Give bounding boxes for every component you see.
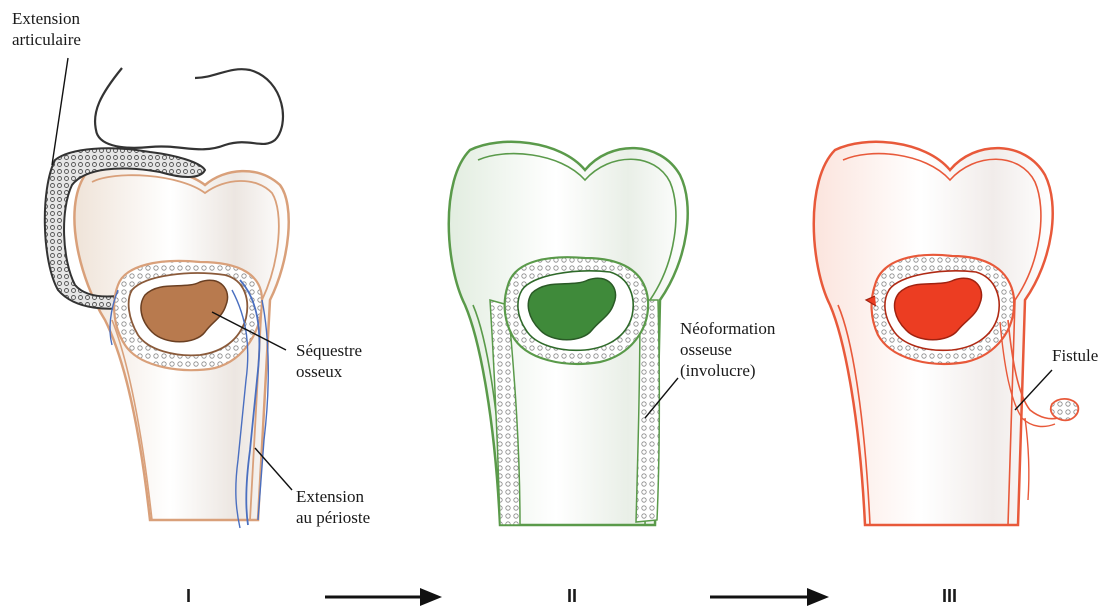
label-extension-perioste: Extension au périoste xyxy=(296,486,370,528)
label-extension-articulaire: Extension articulaire xyxy=(12,8,81,50)
label-neoformation: Néoformation osseuse (involucre) xyxy=(680,318,775,381)
label-line: osseuse xyxy=(680,339,775,360)
label-line: osseux xyxy=(296,361,362,382)
arrow-1-to-2 xyxy=(325,588,442,606)
leader-extension-articulaire xyxy=(52,58,68,165)
stage-label-1: I xyxy=(186,586,191,607)
label-sequestre: Séquestre osseux xyxy=(296,340,362,382)
stage-label-3: III xyxy=(942,586,957,607)
label-line: Séquestre xyxy=(296,340,362,361)
label-line: Néoformation xyxy=(680,318,775,339)
label-line: Extension xyxy=(296,486,370,507)
bone-stage-3 xyxy=(814,142,1079,525)
stage-label-2: II xyxy=(567,586,577,607)
fistula-discharge xyxy=(1051,399,1079,420)
label-line: (involucre) xyxy=(680,360,775,381)
label-line: au périoste xyxy=(296,507,370,528)
bone-stage-2 xyxy=(449,142,688,525)
label-fistule: Fistule xyxy=(1052,345,1098,366)
label-line: articulaire xyxy=(12,29,81,50)
label-line: Extension xyxy=(12,8,81,29)
adjacent-bone-outline xyxy=(95,68,283,149)
arrow-2-to-3 xyxy=(710,588,829,606)
bone-stage-1 xyxy=(45,68,289,528)
